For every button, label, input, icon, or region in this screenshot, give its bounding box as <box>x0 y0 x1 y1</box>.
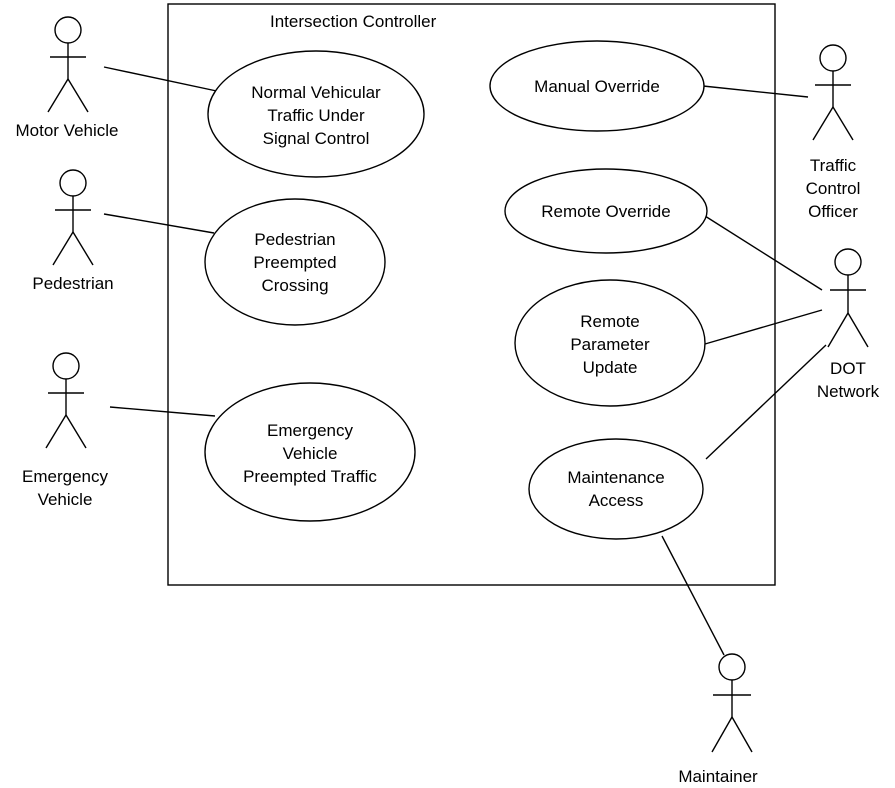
svg-text:Preempted: Preempted <box>253 253 336 272</box>
assoc-motor-vehicle-normal-traffic <box>103 66 227 94</box>
svg-text:Crossing: Crossing <box>261 276 328 295</box>
svg-text:Pedestrian: Pedestrian <box>32 274 113 293</box>
svg-text:Maintainer: Maintainer <box>678 767 758 786</box>
assoc-officer-manual-override <box>702 85 809 98</box>
svg-text:Signal Control: Signal Control <box>263 129 370 148</box>
svg-text:Vehicle: Vehicle <box>38 490 93 509</box>
svg-text:Parameter: Parameter <box>570 335 650 354</box>
use-case-emergency-traffic: Emergency Vehicle Preempted Traffic <box>204 382 416 522</box>
svg-text:Manual Override: Manual Override <box>534 77 660 96</box>
svg-text:Access: Access <box>589 491 644 510</box>
assoc-emergency-vehicle-traffic <box>109 406 216 417</box>
assoc-dot-parameter-update <box>704 309 823 345</box>
svg-text:Maintenance: Maintenance <box>567 468 664 487</box>
svg-text:Network: Network <box>817 382 880 401</box>
assoc-dot-maintenance-access <box>705 344 827 460</box>
use-case-remote-override: Remote Override <box>504 168 708 254</box>
svg-text:Remote: Remote <box>580 312 640 331</box>
svg-text:Remote Override: Remote Override <box>541 202 670 221</box>
actor-emergency-vehicle: Emergency Vehicle <box>22 352 108 509</box>
svg-text:Traffic Under: Traffic Under <box>267 106 365 125</box>
system-boundary <box>167 3 776 586</box>
stick-figure-icon <box>52 169 94 266</box>
actor-dot-network: DOT Network <box>817 248 880 401</box>
svg-text:Normal Vehicular: Normal Vehicular <box>251 83 381 102</box>
svg-text:Emergency: Emergency <box>267 421 353 440</box>
actor-traffic-control-officer: Traffic Control Officer <box>806 44 861 221</box>
stick-figure-icon <box>812 44 854 141</box>
svg-text:Control: Control <box>806 179 861 198</box>
actor-maintainer: Maintainer <box>678 653 758 786</box>
actor-pedestrian: Pedestrian <box>32 169 114 293</box>
svg-text:Motor Vehicle: Motor Vehicle <box>16 121 119 140</box>
stick-figure-icon <box>827 248 869 348</box>
svg-text:Traffic: Traffic <box>810 156 857 175</box>
svg-text:Update: Update <box>583 358 638 377</box>
use-case-manual-override: Manual Override <box>489 40 705 132</box>
stick-figure-icon <box>711 653 753 753</box>
svg-text:Pedestrian: Pedestrian <box>254 230 335 249</box>
stick-figure-icon <box>45 352 87 449</box>
use-case-maintenance-access: Maintenance Access <box>528 438 704 540</box>
system-title: Intersection Controller <box>270 12 437 31</box>
svg-text:Preempted Traffic: Preempted Traffic <box>243 467 377 486</box>
svg-text:Officer: Officer <box>808 202 858 221</box>
associations <box>103 66 827 656</box>
svg-text:Vehicle: Vehicle <box>283 444 338 463</box>
assoc-maintainer-maintenance-access <box>661 535 725 656</box>
assoc-pedestrian-crossing <box>103 213 215 234</box>
svg-text:DOT: DOT <box>830 359 866 378</box>
svg-text:Emergency: Emergency <box>22 467 108 486</box>
use-case-normal-traffic: Normal Vehicular Traffic Under Signal Co… <box>207 50 425 178</box>
stick-figure-icon <box>47 16 89 113</box>
assoc-dot-remote-override <box>704 215 823 291</box>
use-case-pedestrian-crossing: Pedestrian Preempted Crossing <box>204 198 386 326</box>
actor-motor-vehicle: Motor Vehicle <box>16 16 119 140</box>
use-case-remote-parameter-update: Remote Parameter Update <box>514 279 706 407</box>
